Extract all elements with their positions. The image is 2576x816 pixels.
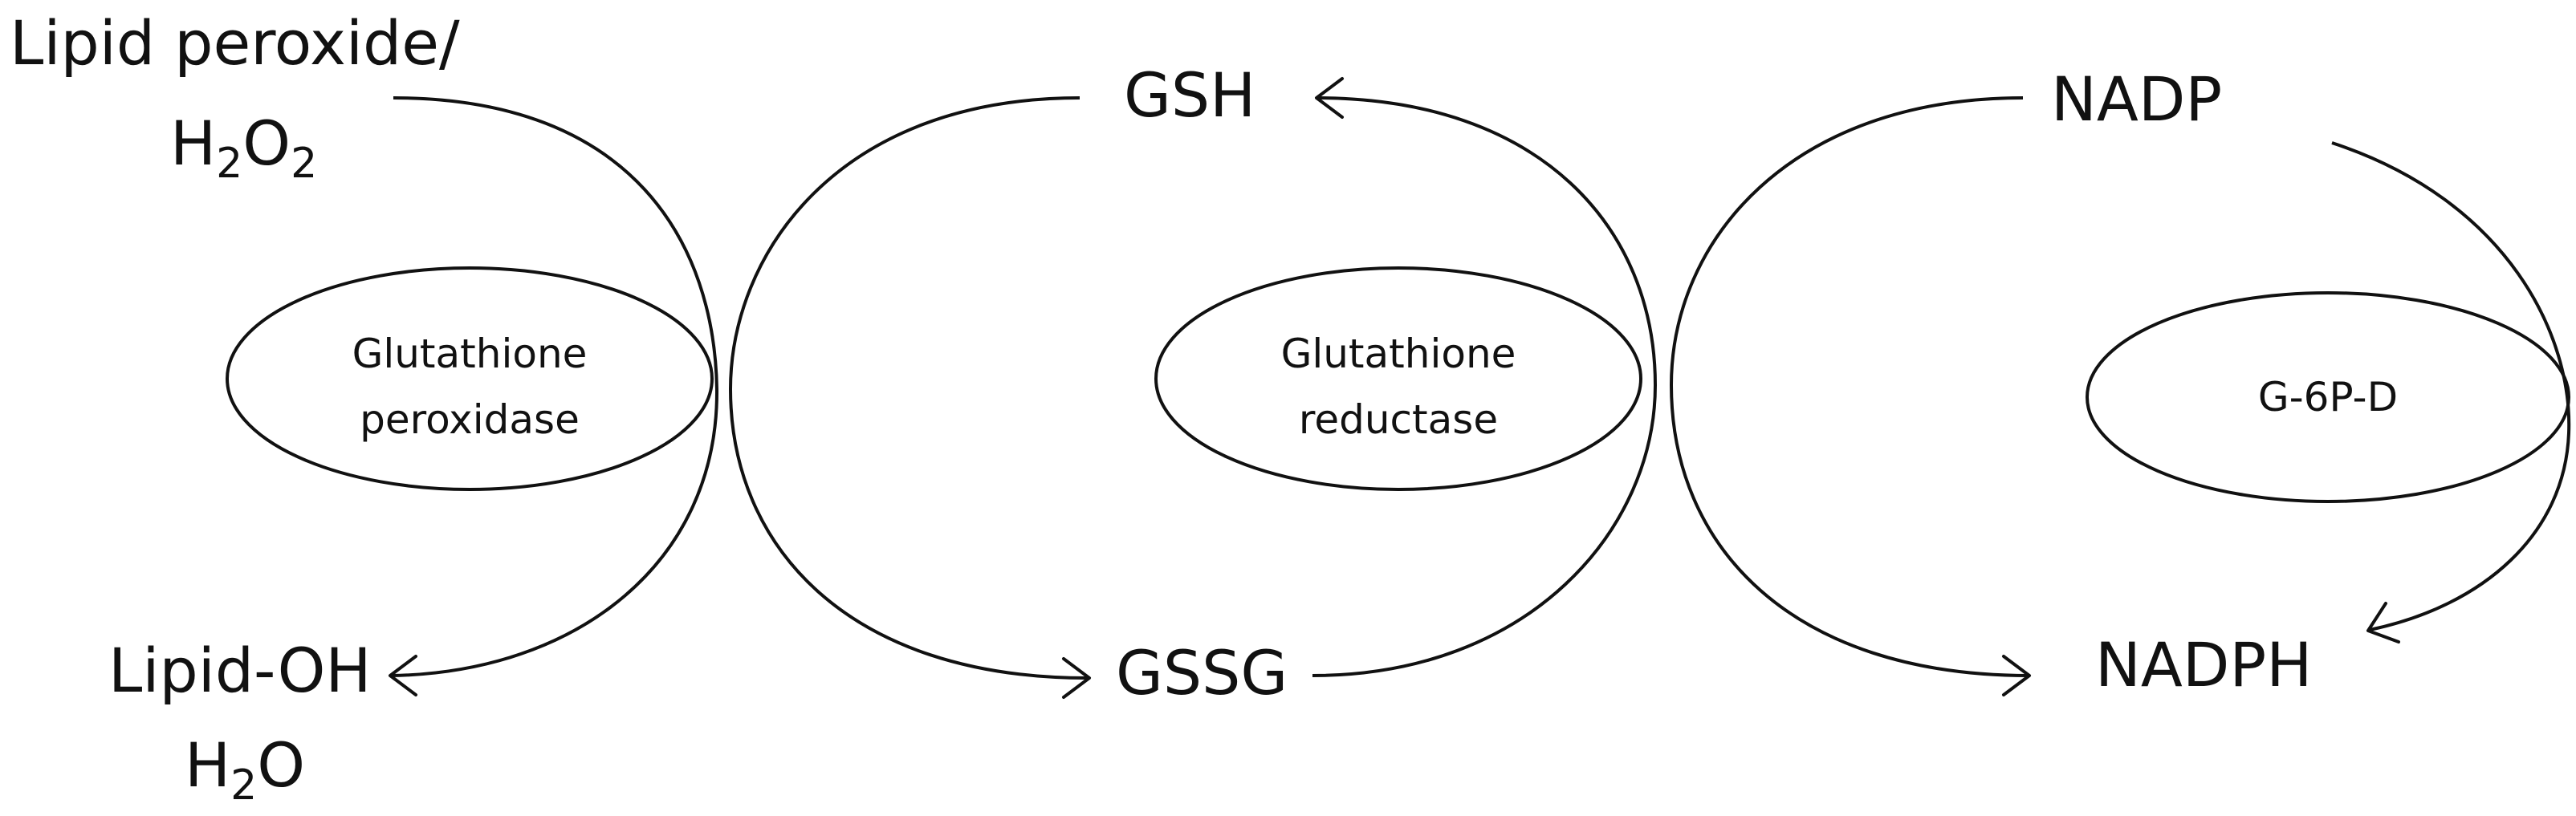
g6pd-arrow [2331, 141, 2571, 631]
lipid-peroxide-label: Lipid peroxide/ [10, 7, 460, 79]
glutathione-peroxidase-line2: peroxidase [360, 396, 580, 443]
glutathione-reductase-line2: reductase [1299, 396, 1498, 443]
glutathione-reductase-line1: Glutathione [1281, 331, 1516, 377]
nadph-label: NADPH [2095, 629, 2312, 700]
gsh-label: GSH [1124, 59, 1255, 131]
h2o2-label: H2O2 [170, 108, 317, 188]
gssg-arrowhead [1062, 657, 1091, 699]
gsh-to-gssg-arrow [728, 96, 1089, 680]
gssg-label: GSSG [1116, 637, 1288, 708]
gssg-to-gsh-arrow [1312, 96, 1658, 677]
glutathione-peroxidase-node: Glutathione peroxidase [226, 266, 714, 491]
g6pd-node: G-6P-D [2086, 291, 2570, 503]
gsh-arrowhead [1315, 77, 1344, 119]
peroxide-to-lipid-oh-arrow [391, 96, 719, 677]
nadph-arrowhead-left [2002, 655, 2031, 696]
lipid-oh-arrowhead [389, 655, 417, 696]
nadp-to-nadph-arrow [1669, 96, 2030, 677]
nadp-label: NADP [2051, 63, 2222, 135]
g6pd-label: G-6P-D [2258, 374, 2398, 420]
glutathione-peroxidase-ellipse [226, 266, 714, 491]
h2o-label: H2O [185, 729, 305, 810]
glutathione-peroxidase-line1: Glutathione [352, 331, 588, 377]
nadph-arrowhead-right [2366, 602, 2400, 643]
glutathione-reductase-node: Glutathione reductase [1154, 266, 1642, 491]
glutathione-reductase-ellipse [1154, 266, 1642, 491]
lipid-oh-label: Lipid-OH [108, 635, 372, 706]
